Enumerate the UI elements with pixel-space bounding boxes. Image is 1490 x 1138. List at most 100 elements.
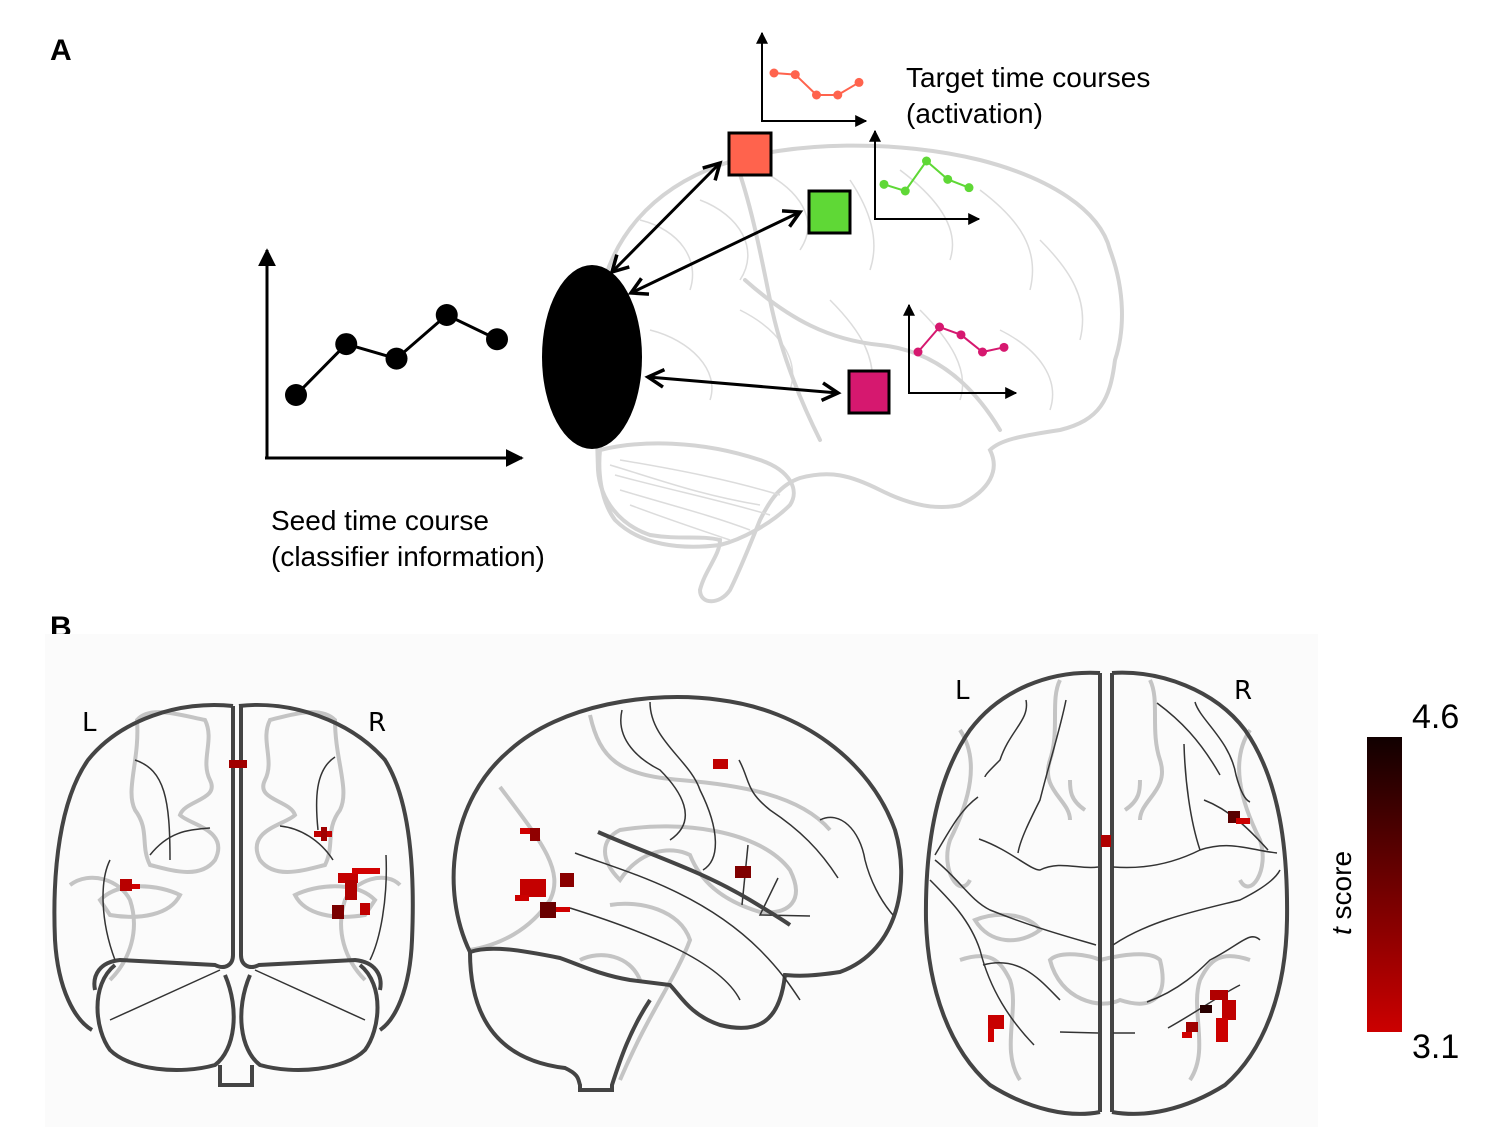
seed-time-course-point <box>486 328 508 351</box>
activation-cluster <box>520 828 538 834</box>
sagittal-sulci <box>569 701 894 1001</box>
seed-series <box>285 304 508 406</box>
target-3-time-course-point <box>913 347 923 357</box>
sagittal-activations <box>515 759 751 918</box>
activation-cluster <box>338 873 358 883</box>
arrow-seed-to-target-3 <box>648 377 838 393</box>
activation-cluster <box>520 879 546 897</box>
activation-cluster <box>229 760 247 768</box>
arrow-seed-to-target-2 <box>631 212 800 293</box>
target-1-time-course-point <box>790 70 800 80</box>
activation-cluster <box>530 828 540 841</box>
target-2-time-course-point <box>943 174 953 184</box>
coronal-right-label: R <box>368 708 387 738</box>
sagittal-view <box>451 695 904 1092</box>
activation-cluster <box>352 868 380 874</box>
seed-time-course-point <box>385 347 408 370</box>
glass-brain-background <box>45 634 1318 1127</box>
target-1-time-course-point <box>769 68 779 78</box>
activation-cluster <box>132 884 140 889</box>
target-1-axes <box>756 31 868 127</box>
target-3-time-course-point <box>935 322 944 332</box>
seed-time-course-point <box>435 304 458 326</box>
brain-outline <box>594 143 1124 604</box>
seed-time-course <box>285 304 508 406</box>
activation-cluster <box>1236 818 1250 824</box>
axial-outline <box>923 670 1290 1116</box>
activation-cluster <box>1200 1005 1212 1013</box>
target-1-time-course-point <box>812 90 821 100</box>
target-series <box>769 68 1009 357</box>
coronal-left-label: L <box>82 708 97 738</box>
colorbar-title-rest: score <box>1326 850 1357 928</box>
seed-time-course-point <box>335 333 358 356</box>
target-region-1 <box>727 131 773 177</box>
target-1-time-course-point <box>854 77 864 87</box>
coronal-outline <box>52 703 415 1087</box>
sagittal-outline <box>451 695 904 1092</box>
activation-cluster <box>1182 1032 1192 1038</box>
target-caption: Target time courses (activation) <box>906 60 1150 132</box>
target-1-time-course <box>769 68 864 100</box>
target-caption-line2: (activation) <box>906 98 1043 129</box>
axial-left-label: L <box>955 676 970 706</box>
seed-caption-line2: (classifier information) <box>271 541 545 572</box>
activation-cluster <box>988 1015 1004 1029</box>
activation-cluster <box>560 873 574 887</box>
colorbar-min-label: 3.1 <box>1412 1028 1460 1066</box>
target-region-3 <box>847 369 891 415</box>
target-caption-line1: Target time courses <box>906 62 1151 93</box>
activation-cluster <box>1186 1022 1198 1032</box>
activation-cluster <box>1222 1000 1236 1020</box>
target-2-time-course-point <box>879 179 889 189</box>
target-3-time-course-point <box>956 330 966 340</box>
target-2-axes <box>869 129 981 225</box>
activation-cluster <box>360 903 370 915</box>
activation-cluster <box>1210 990 1228 1000</box>
brain-illustration <box>594 143 1124 604</box>
target-2-time-course <box>879 156 974 196</box>
target-3-time-course-point <box>978 347 987 357</box>
target-3-time-course <box>913 322 1009 357</box>
axial-sulci <box>929 699 1281 1046</box>
target-1-time-course-point <box>833 90 843 100</box>
coronal-sulci <box>102 756 388 1021</box>
seed-time-course-point <box>285 384 307 406</box>
activation-cluster <box>556 907 570 912</box>
colorbar-max-label: 4.6 <box>1412 698 1460 736</box>
seed-axes <box>258 248 524 467</box>
axial-grey-matter <box>945 679 1265 1082</box>
target-2-time-course-point <box>922 156 931 166</box>
sagittal-lateral-fissure <box>597 830 792 927</box>
target-region-2 <box>807 189 852 235</box>
activation-cluster <box>1216 1018 1228 1042</box>
activation-cluster <box>120 879 132 891</box>
connection-arrows <box>612 163 838 393</box>
axial-right-label: R <box>1234 676 1253 706</box>
activation-cluster <box>1101 835 1111 847</box>
activation-cluster <box>540 902 556 918</box>
seed-caption-line1: Seed time course <box>271 505 489 536</box>
activation-cluster <box>735 866 751 878</box>
target-2-time-course-point <box>900 186 910 196</box>
colorbar-title: t score <box>1326 851 1358 935</box>
activation-cluster <box>321 827 327 841</box>
panel-a-label: A <box>50 34 72 67</box>
target-2-time-course-point <box>964 183 974 193</box>
seed-caption: Seed time course (classifier information… <box>271 503 545 575</box>
activation-cluster <box>345 880 357 900</box>
colorbar <box>1367 737 1402 1032</box>
activation-cluster <box>515 895 529 901</box>
sagittal-grey-matter <box>469 714 832 1081</box>
cerebellum-outline <box>597 441 796 549</box>
seed-region <box>542 265 642 449</box>
activation-cluster <box>988 1028 994 1042</box>
axial-activations <box>988 811 1250 1042</box>
activation-cluster <box>713 759 728 769</box>
target-3-time-course-point <box>999 342 1009 352</box>
coronal-view <box>52 703 415 1087</box>
activation-cluster <box>332 905 344 919</box>
target-3-axes <box>903 303 1018 399</box>
